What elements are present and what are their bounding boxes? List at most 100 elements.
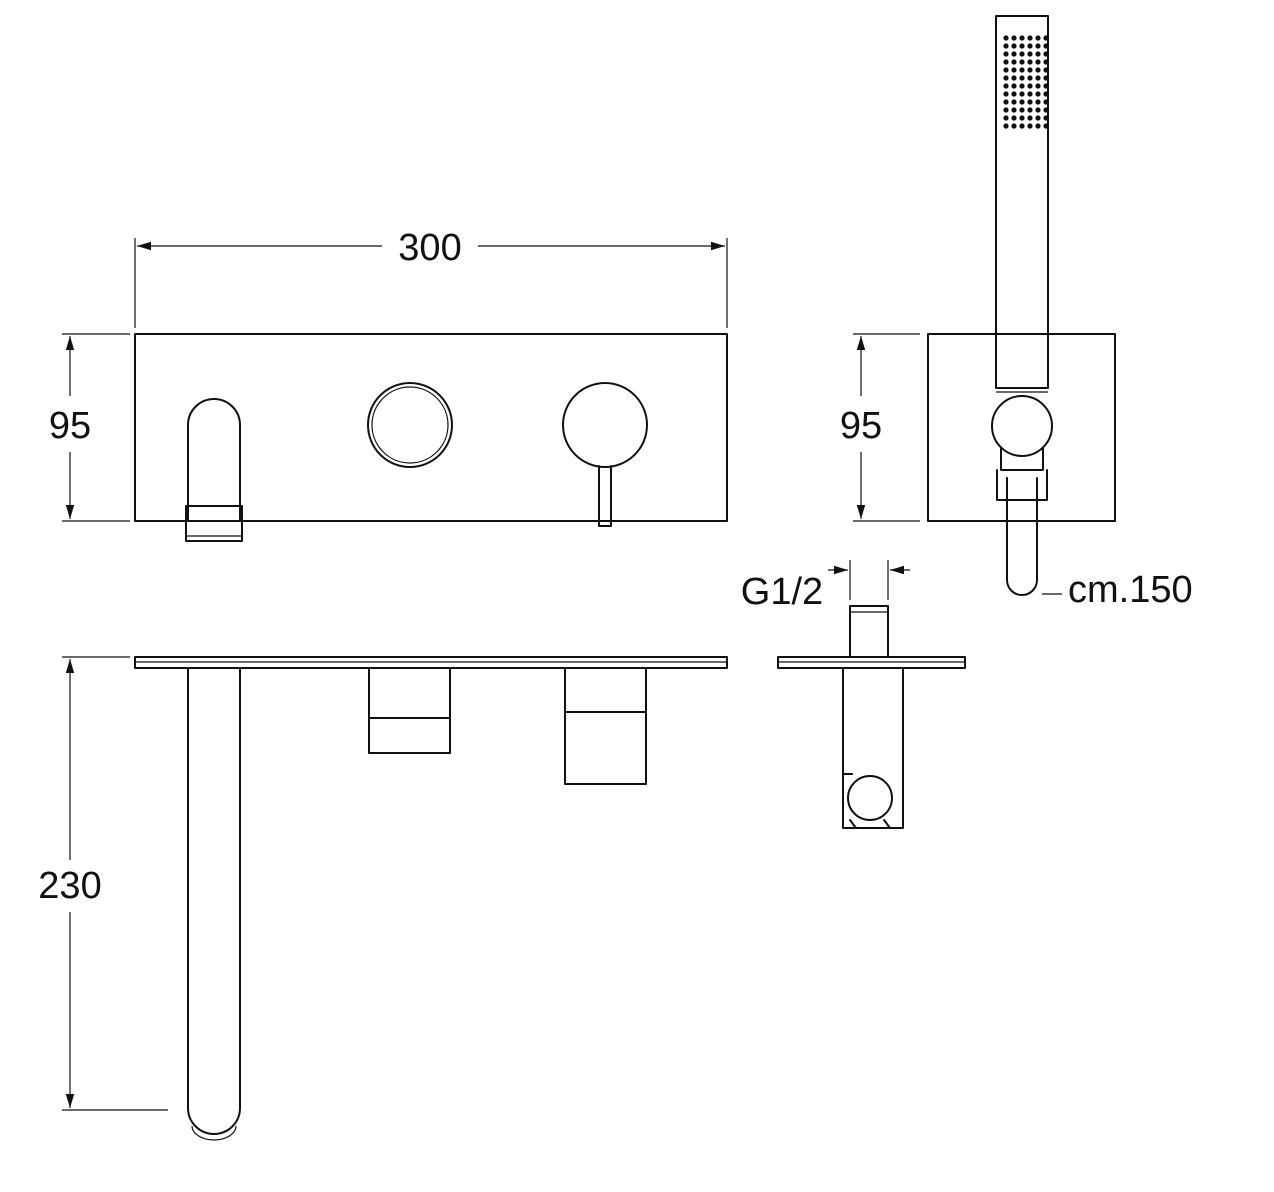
nozzle-dot — [1035, 43, 1041, 49]
nozzle-dot — [1027, 99, 1033, 105]
nozzle-dot — [1019, 51, 1025, 57]
nozzle-dot — [1035, 83, 1041, 89]
nozzle-dot — [1027, 115, 1033, 121]
nozzle-dot — [1011, 35, 1017, 41]
nozzle-dot — [1011, 107, 1017, 113]
nozzle-dot — [1043, 75, 1049, 81]
hose-length-label: cm.150 — [1068, 569, 1193, 611]
side-height-label: 95 — [840, 405, 882, 447]
nozzle-dot — [1011, 99, 1017, 105]
nozzle-dot — [1027, 67, 1033, 73]
shower-handle — [995, 15, 1049, 393]
shower-holder — [991, 395, 1053, 501]
nozzle-dot — [1027, 107, 1033, 113]
nozzle-dot — [1035, 123, 1041, 129]
nozzle-dot — [1019, 67, 1025, 73]
nozzle-dot — [1011, 59, 1017, 65]
front-height-label: 95 — [49, 405, 91, 447]
nozzle-dot — [1019, 35, 1025, 41]
nozzle-dot — [1003, 99, 1009, 105]
nozzle-dot — [1019, 43, 1025, 49]
nozzle-dot — [1019, 83, 1025, 89]
nozzle-dot — [1011, 67, 1017, 73]
spout-front — [185, 398, 243, 542]
nozzle-dot — [1043, 107, 1049, 113]
nozzle-dot — [1019, 115, 1025, 121]
nozzle-dot — [1035, 59, 1041, 65]
shower-outlet-view: G1/2 — [741, 560, 966, 829]
nozzle-dot — [1027, 75, 1033, 81]
mixer-body-top — [564, 667, 647, 785]
nozzle-dot — [1035, 91, 1041, 97]
front-height-dimension: 95 — [49, 333, 130, 522]
nozzle-dot — [1011, 123, 1017, 129]
nozzle-dot — [1011, 91, 1017, 97]
nozzle-dot — [1019, 59, 1025, 65]
nozzle-dot — [1003, 91, 1009, 97]
width-label: 300 — [398, 227, 461, 269]
nozzle-dot — [1035, 35, 1041, 41]
nozzle-dot — [1027, 83, 1033, 89]
nozzle-dot — [1011, 43, 1017, 49]
nozzle-dot — [1003, 75, 1009, 81]
nozzle-dot — [1043, 83, 1049, 89]
projection-dimension: 230 — [38, 656, 168, 1111]
nozzle-dot — [1035, 67, 1041, 73]
diverter-knob-front — [367, 382, 453, 468]
nozzle-dot — [1003, 107, 1009, 113]
nozzle-dot — [1011, 75, 1017, 81]
nozzle-dot — [1003, 51, 1009, 57]
nozzle-dot — [1019, 123, 1025, 129]
nozzle-dot — [1019, 107, 1025, 113]
nozzle-dot — [1035, 115, 1041, 121]
nozzle-dot — [1019, 99, 1025, 105]
nozzle-dot — [1019, 91, 1025, 97]
nozzle-dot — [1043, 123, 1049, 129]
nozzle-dot — [1003, 35, 1009, 41]
shower-hose: cm.150 — [1006, 477, 1193, 611]
thread-label: G1/2 — [741, 571, 823, 613]
nozzle-dot — [1035, 107, 1041, 113]
nozzle-dot — [1043, 59, 1049, 65]
nozzle-dot — [1003, 67, 1009, 73]
nozzle-dot — [1027, 123, 1033, 129]
spout-top — [187, 667, 241, 1141]
nozzle-dot — [1035, 75, 1041, 81]
nozzle-dot — [1003, 43, 1009, 49]
nozzle-dot — [1043, 115, 1049, 121]
front-view: 300 95 — [49, 227, 728, 542]
top-view: 230 — [38, 656, 728, 1141]
hand-shower-view: cm.150 95 — [840, 15, 1193, 611]
nozzle-dot — [1019, 75, 1025, 81]
nozzle-dot — [1035, 99, 1041, 105]
side-height-dimension: 95 — [840, 333, 920, 522]
nozzle-dot — [1011, 115, 1017, 121]
nozzle-dot — [1011, 83, 1017, 89]
nozzle-dot — [1003, 83, 1009, 89]
nozzle-dot — [1003, 59, 1009, 65]
width-dimension: 300 — [134, 227, 728, 328]
nozzle-dot — [1027, 43, 1033, 49]
nozzle-dot — [1003, 123, 1009, 129]
shower-head-nozzles — [1003, 35, 1049, 129]
nozzle-dot — [1043, 35, 1049, 41]
nozzle-dot — [1027, 51, 1033, 57]
front-plate — [134, 333, 728, 522]
shower-plate — [927, 333, 1116, 522]
thread-dimension: G1/2 — [741, 560, 910, 613]
diverter-body-top — [368, 667, 451, 754]
nozzle-dot — [1027, 91, 1033, 97]
nozzle-dot — [1011, 51, 1017, 57]
nozzle-dot — [1027, 59, 1033, 65]
nozzle-dot — [1043, 43, 1049, 49]
nozzle-dot — [1027, 35, 1033, 41]
nozzle-dot — [1035, 51, 1041, 57]
mixer-knob-front — [562, 382, 648, 527]
nozzle-dot — [1043, 67, 1049, 73]
projection-label: 230 — [38, 865, 101, 907]
nozzle-dot — [1003, 115, 1009, 121]
nozzle-dot — [1043, 99, 1049, 105]
nozzle-dot — [1043, 91, 1049, 97]
nozzle-dot — [1043, 51, 1049, 57]
